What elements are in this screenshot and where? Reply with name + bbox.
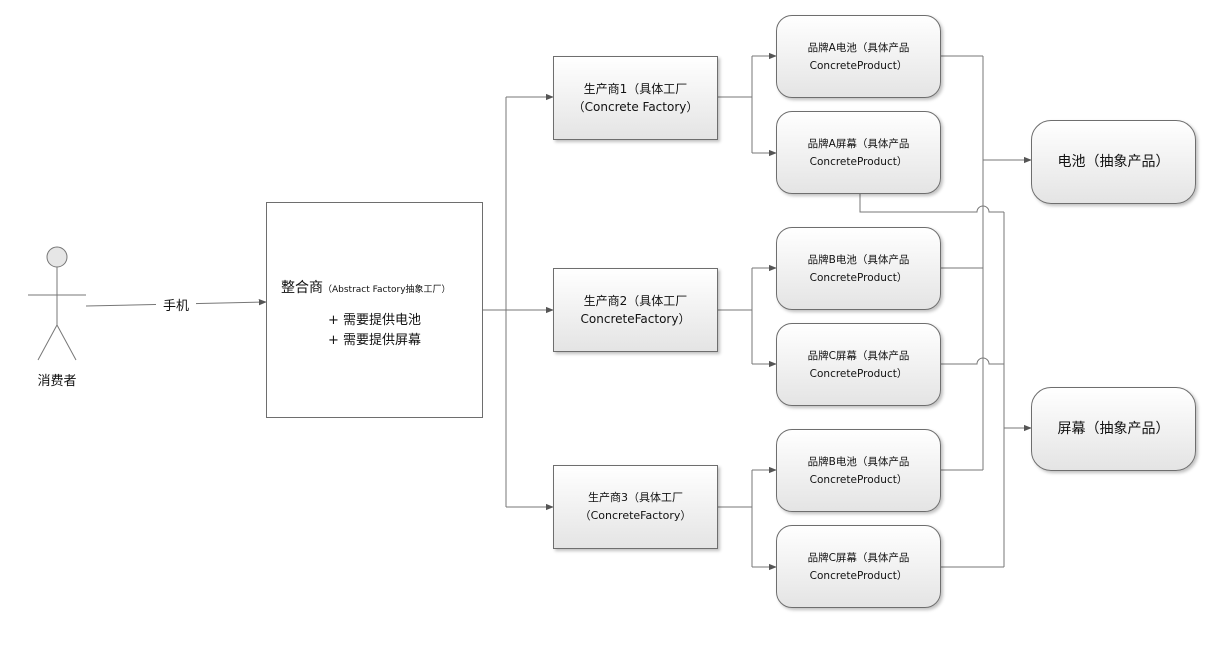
product-b-battery-1-line1: 品牌B电池（具体产品	[807, 253, 910, 266]
factory-box-2[interactable]: 生产商2（具体工厂 ConcreteFactory）	[553, 268, 718, 352]
factory-2-line1: 生产商2（具体工厂	[583, 294, 688, 308]
product-a-battery-line2: ConcreteProduct）	[809, 59, 908, 72]
integrator-requirement-screen: + 需要提供屏幕	[327, 333, 422, 348]
product-b-battery-2-line1: 品牌B电池（具体产品	[807, 455, 910, 468]
product-b-battery-1-line2: ConcreteProduct）	[809, 271, 908, 284]
product-b-battery-2-line2: ConcreteProduct）	[809, 473, 908, 486]
product-c-screen-2-line2: ConcreteProduct）	[809, 569, 908, 582]
product-a-battery-line1: 品牌A电池（具体产品	[807, 41, 910, 54]
factory-3-line2: （ConcreteFactory）	[579, 509, 692, 522]
abstract-product-battery-label: 电池（抽象产品）	[1057, 154, 1170, 170]
product-c-screen-1-line1: 品牌C屏幕（具体产品	[807, 349, 910, 362]
product-c-screen-1-line2: ConcreteProduct）	[809, 367, 908, 380]
product-box-c-screen-1[interactable]: 品牌C屏幕（具体产品 ConcreteProduct）	[776, 323, 941, 406]
product-box-a-screen[interactable]: 品牌A屏幕（具体产品 ConcreteProduct）	[776, 111, 941, 194]
product-box-b-battery-1[interactable]: 品牌B电池（具体产品 ConcreteProduct）	[776, 227, 941, 310]
product-box-a-battery[interactable]: 品牌A电池（具体产品 ConcreteProduct）	[776, 15, 941, 98]
abstract-product-screen-label: 屏幕（抽象产品）	[1057, 421, 1170, 437]
product-a-screen-line2: ConcreteProduct）	[809, 155, 908, 168]
factory-2-line2: ConcreteFactory）	[580, 312, 691, 326]
integrator-title: 整合商（Abstract Factory抽象工厂）	[281, 280, 451, 296]
edges-screen-abstract	[859, 194, 1032, 568]
actor-label: 消费者	[37, 374, 77, 389]
factory-1-line2: （Concrete Factory）	[572, 100, 699, 114]
integrator-requirement-battery: + 需要提供电池	[327, 313, 422, 328]
factory-3-line1: 生产商3（具体工厂	[588, 491, 683, 504]
abstract-product-battery[interactable]: 电池（抽象产品）	[1031, 120, 1196, 204]
factory-box-1[interactable]: 生产商1（具体工厂 （Concrete Factory）	[553, 56, 718, 140]
edges-battery-abstract	[941, 55, 1032, 471]
abstract-product-screen[interactable]: 屏幕（抽象产品）	[1031, 387, 1196, 471]
product-c-screen-2-line1: 品牌C屏幕（具体产品	[807, 551, 910, 564]
edge-label-phone: 手机	[156, 295, 196, 314]
product-a-screen-line1: 品牌A屏幕（具体产品	[807, 137, 910, 150]
integrator-box[interactable]: 整合商（Abstract Factory抽象工厂） + 需要提供电池 + 需要提…	[266, 202, 483, 418]
product-box-c-screen-2[interactable]: 品牌C屏幕（具体产品 ConcreteProduct）	[776, 525, 941, 608]
edges-integrator-factories	[483, 93, 554, 511]
edges-factories-products	[718, 52, 777, 571]
factory-1-line1: 生产商1（具体工厂	[583, 82, 688, 96]
product-box-b-battery-2[interactable]: 品牌B电池（具体产品 ConcreteProduct）	[776, 429, 941, 512]
integrator-subtitle: （Abstract Factory抽象工厂）	[323, 285, 451, 295]
factory-box-3[interactable]: 生产商3（具体工厂 （ConcreteFactory）	[553, 465, 718, 549]
actor-figure	[28, 246, 86, 361]
